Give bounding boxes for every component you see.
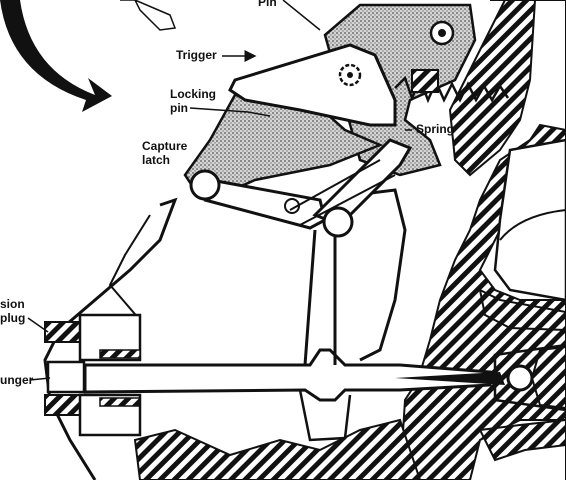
shaft-detail <box>298 389 352 442</box>
left-casing-outline <box>43 197 178 480</box>
latch-roller <box>189 169 221 201</box>
shaft-end-fitting <box>506 364 534 392</box>
shaft-end-housing <box>493 343 566 412</box>
label-capture: Capture <box>142 139 188 153</box>
detached-part <box>134 0 177 31</box>
label-plunger: unger <box>0 373 34 387</box>
housing-hatched-upper-right <box>448 0 537 177</box>
plunger-stripe-upper <box>99 349 141 359</box>
extension-plug-upper <box>44 321 81 343</box>
shaft-end-hatch <box>530 345 566 410</box>
vertical-rod <box>303 229 337 366</box>
label-pin-word: pin <box>170 101 188 115</box>
label-trigger: Trigger <box>176 48 217 62</box>
rocker-crossing <box>289 159 396 226</box>
label-extension: sion <box>0 297 25 311</box>
central-shaft <box>83 348 492 402</box>
label-locking: Locking <box>170 87 216 101</box>
motion-arrow <box>0 0 112 112</box>
shaft-point <box>395 372 505 385</box>
leader-extension-plug <box>27 317 49 333</box>
label-plug: plug <box>0 311 25 325</box>
label-pin: Pin <box>258 0 277 9</box>
plunger-body <box>46 360 86 394</box>
housing-hatched-bottom <box>133 418 422 480</box>
right-lower-housing <box>478 418 566 462</box>
leader-plunger <box>29 377 51 381</box>
spring-seat <box>411 69 439 93</box>
vertical-housing-right <box>354 188 407 362</box>
right-plug-housing <box>478 288 566 332</box>
right-white-block <box>493 138 566 302</box>
right-inner-curve <box>499 209 566 241</box>
leader-locking-pin <box>189 107 271 117</box>
label-latch: latch <box>142 153 170 167</box>
leader-pin <box>282 0 321 31</box>
lower-roller <box>322 206 354 238</box>
left-casing-inner <box>108 214 151 321</box>
trigger-pivot-dot <box>347 72 353 78</box>
extension-plug-lower <box>44 394 81 416</box>
label-spring: Spring <box>416 122 454 136</box>
plunger-stripe-lower <box>99 397 141 407</box>
pivot-pin-center <box>438 29 446 37</box>
